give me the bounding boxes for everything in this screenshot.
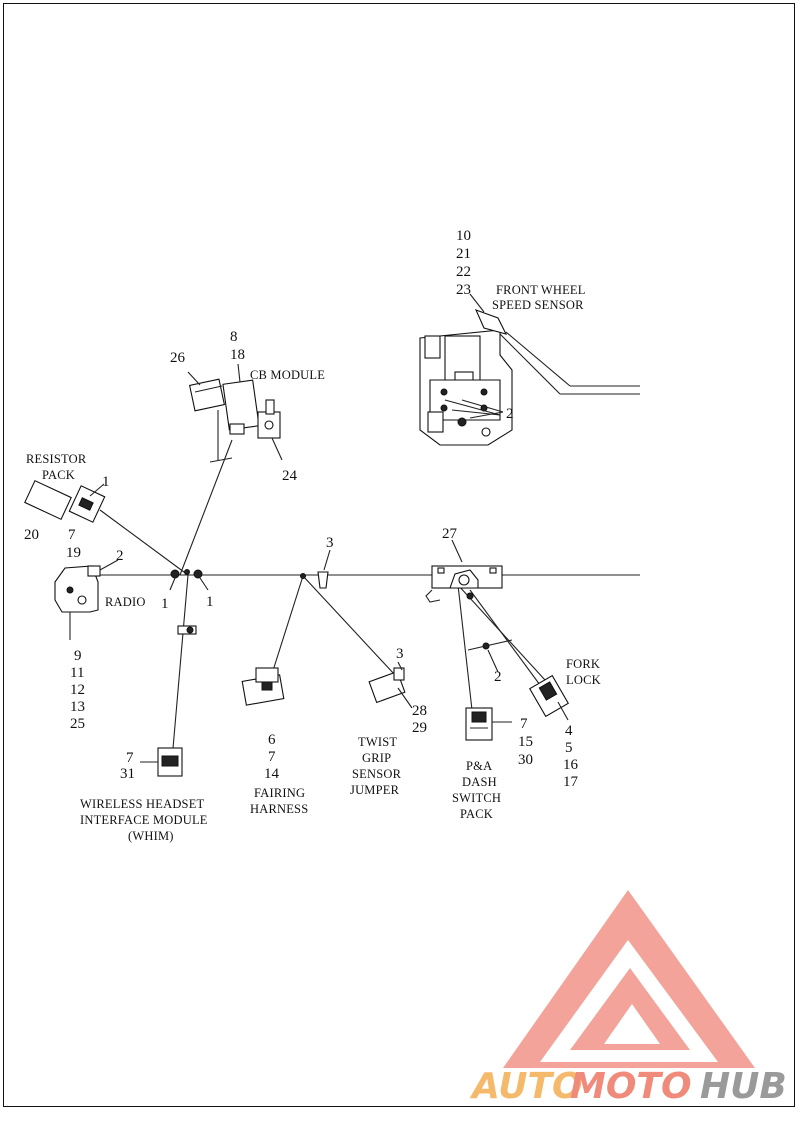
main-harness: [99, 410, 640, 761]
callout-resistor-20: 20: [24, 527, 39, 543]
callout-fork-17: 17: [563, 774, 579, 790]
front-wheel-speed-sensor-bracket: [419, 329, 513, 446]
callout-fork-4: 4: [565, 723, 573, 739]
callout-dash-2: 2: [494, 669, 502, 685]
label-whim-1: WIRELESS HEADSET: [80, 797, 205, 811]
label-dash-2: DASH: [462, 775, 497, 789]
callout-bracket-27: 27: [442, 526, 458, 542]
front-wheel-sensor-connector: [474, 309, 640, 395]
callout-resistor-7: 7: [68, 527, 76, 543]
callout-fws-4: 23: [456, 282, 471, 298]
callout-resistor-19: 19: [66, 545, 81, 561]
callout-fork-5: 5: [565, 740, 573, 756]
diagram-frame: [3, 3, 795, 1107]
label-fork-1: FORK: [566, 657, 600, 671]
callout-fws-2b: 2: [506, 406, 514, 422]
label-twist-4: JUMPER: [350, 783, 400, 797]
callout-twist-3: 3: [396, 646, 404, 662]
twist-grip-connector: [368, 667, 406, 704]
callout-cb-26: 26: [170, 350, 186, 366]
label-fairing-2: HARNESS: [250, 802, 308, 816]
callout-cb-2: 18: [230, 347, 245, 363]
label-fairing-1: FAIRING: [254, 786, 305, 800]
label-cb-module: CB MODULE: [250, 368, 325, 382]
label-twist-3: SENSOR: [352, 767, 402, 781]
callout-fws-1: 10: [456, 228, 471, 244]
watermark-logo: AUTO MOTO HUB: [469, 890, 787, 1107]
component-labels: FRONT WHEEL SPEED SENSOR CB MODULE RESIS…: [26, 283, 601, 843]
callout-clip-3: 3: [326, 535, 334, 551]
label-dash-1: P&A: [466, 759, 492, 773]
callout-fairing-7: 7: [268, 749, 276, 765]
label-dash-4: PACK: [460, 807, 493, 821]
callout-numbers: 10 21 22 23 2 8 18 26 24 1 20 7 19 2 1 1…: [24, 228, 579, 790]
label-front-wheel-1: FRONT WHEEL: [496, 283, 586, 297]
callout-whim-7: 7: [126, 750, 134, 766]
watermark-hub: HUB: [700, 1066, 787, 1107]
callout-resistor-1: 1: [102, 474, 110, 490]
label-twist-2: GRIP: [362, 751, 391, 765]
callout-radio-13: 13: [70, 699, 85, 715]
callout-fairing-14: 14: [264, 766, 280, 782]
label-whim-3: (WHIM): [128, 829, 174, 843]
callout-radio-2: 2: [116, 548, 124, 564]
label-radio: RADIO: [105, 595, 146, 609]
label-resistor-2: PACK: [42, 468, 75, 482]
callout-clip-1a: 1: [161, 596, 169, 612]
label-whim-2: INTERFACE MODULE: [80, 813, 208, 827]
whim-connector: [140, 747, 183, 777]
callout-radio-11: 11: [70, 665, 84, 681]
callout-whim-31: 31: [120, 766, 135, 782]
callout-twist-29: 29: [412, 720, 427, 736]
callout-radio-25: 25: [70, 716, 85, 732]
callout-twist-28: 28: [412, 703, 427, 719]
label-twist-1: TWIST: [358, 735, 397, 749]
callout-radio-12: 12: [70, 682, 85, 698]
dash-switch-connector: [465, 707, 493, 741]
fork-lock-connector: [528, 674, 570, 718]
label-fork-2: LOCK: [566, 673, 601, 687]
label-front-wheel-2: SPEED SENSOR: [492, 298, 584, 312]
callout-dash-7: 7: [520, 716, 528, 732]
callout-cb-24: 24: [282, 468, 298, 484]
callout-cb-1: 8: [230, 329, 238, 345]
callout-fws-3: 22: [456, 264, 471, 280]
watermark-auto: AUTO: [469, 1066, 583, 1107]
callout-fws-2: 21: [456, 246, 471, 262]
label-resistor-1: RESISTOR: [26, 452, 87, 466]
fork-lock-bracket: [425, 565, 503, 603]
callout-dash-15: 15: [518, 734, 533, 750]
callout-fork-16: 16: [563, 757, 579, 773]
resistor-pack: [24, 479, 106, 523]
radio-unit: [54, 565, 101, 640]
callout-clip-1b: 1: [206, 594, 214, 610]
leader-lines: [89, 293, 569, 723]
fairing-harness-connector: [241, 667, 285, 706]
callout-radio-9: 9: [74, 648, 82, 664]
watermark-moto: MOTO: [570, 1066, 692, 1107]
harness-clips: [170, 569, 490, 650]
callout-dash-30: 30: [518, 752, 533, 768]
cb-module: [188, 378, 281, 439]
callout-fairing-6: 6: [268, 732, 276, 748]
label-dash-3: SWITCH: [452, 791, 501, 805]
